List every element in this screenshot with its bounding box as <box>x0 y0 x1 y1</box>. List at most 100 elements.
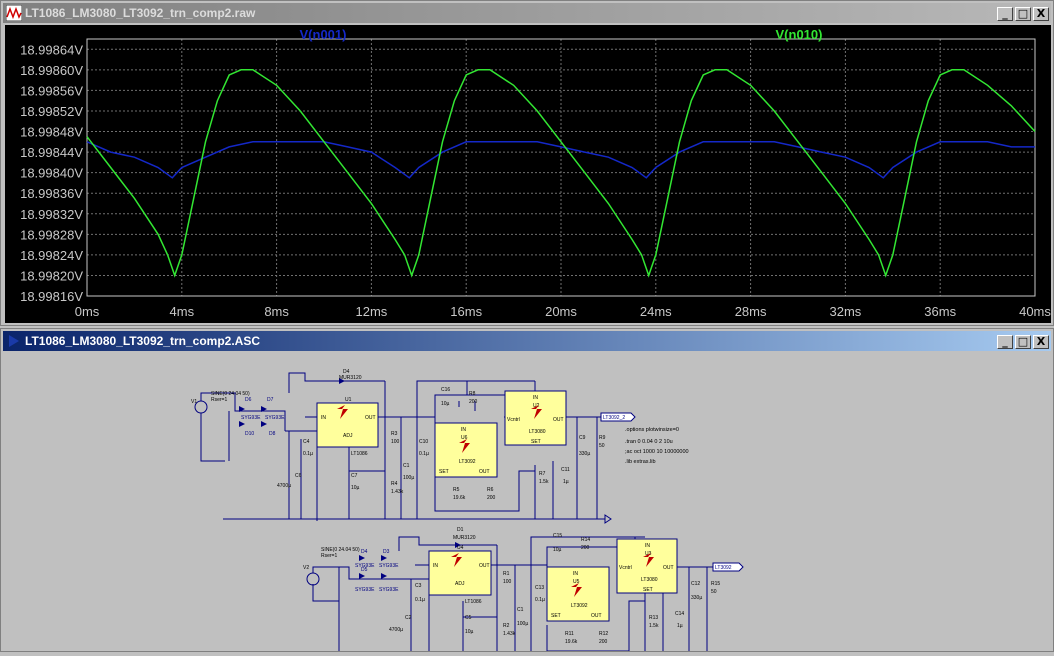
svg-text:LT3092_2: LT3092_2 <box>603 415 625 421</box>
y-tick-label: 18.99860V <box>20 63 83 78</box>
waveform-chart[interactable]: 18.99864V18.99860V18.99856V18.99852V18.9… <box>5 25 1051 323</box>
circuit1-diode-d4[interactable]: D4 MUR3120 <box>339 369 362 384</box>
svg-text:OUT: OUT <box>479 563 490 569</box>
svg-text:330µ: 330µ <box>579 451 590 457</box>
restore-button[interactable]: □ <box>1015 335 1031 349</box>
circuit1-output-flag[interactable]: LT3092_2 <box>600 412 636 422</box>
svg-text:SINE(0 24.04 50): SINE(0 24.04 50) <box>211 391 250 397</box>
svg-text:D5: D5 <box>361 567 368 573</box>
svg-text:200: 200 <box>487 495 496 501</box>
svg-text:R1: R1 <box>503 571 510 577</box>
circuit1-regulator-u1[interactable]: IN OUT ADJ U1 LT1086 <box>316 397 379 457</box>
svg-text:C4: C4 <box>303 439 310 445</box>
circuit2-lt3080-u3[interactable]: IN Vcntrl OUT SET U3 LT3080 <box>616 538 678 594</box>
circuit2-diode-d1[interactable]: D1 MUR3120 <box>453 527 476 548</box>
x-tick-label: 24ms <box>640 304 672 319</box>
schematic-drawing[interactable]: SINE(0 24.04 50) Rser=1 V1 D6 D7 SYG93E … <box>5 351 1051 656</box>
y-tick-label: 18.99852V <box>20 104 83 119</box>
svg-text:R11: R11 <box>565 631 574 637</box>
svg-text:4700µ: 4700µ <box>277 483 291 489</box>
y-tick-label: 18.99836V <box>20 186 83 201</box>
circuit1-lt3092-u6[interactable]: IN SET OUT U6 LT3092 <box>434 422 498 478</box>
schematic-canvas[interactable]: SINE(0 24.04 50) Rser=1 V1 D6 D7 SYG93E … <box>5 351 1051 656</box>
close-button[interactable]: X <box>1033 7 1049 21</box>
svg-text:U6: U6 <box>461 435 468 441</box>
svg-text:LT1086: LT1086 <box>351 451 368 457</box>
x-tick-label: 0ms <box>75 304 100 319</box>
svg-text:Rser=1: Rser=1 <box>321 553 337 559</box>
minimize-button[interactable]: _ <box>997 335 1013 349</box>
svg-text:SINE(0 24.04 50): SINE(0 24.04 50) <box>321 547 360 553</box>
close-button[interactable]: X <box>1033 335 1049 349</box>
spice-directives[interactable]: .options plotwinsize=0 .tran 0 0.04 0 2 … <box>625 427 689 465</box>
circuit1-ground <box>604 514 612 524</box>
circuit1-source-v1[interactable]: SINE(0 24.04 50) Rser=1 V1 <box>191 391 250 414</box>
svg-text:C16: C16 <box>441 387 450 393</box>
plot-frame <box>86 38 1036 297</box>
waveform-title-bar[interactable]: LT1086_LM3080_LT3092_trn_comp2.raw _ □ X <box>3 3 1051 23</box>
x-tick-label: 36ms <box>924 304 956 319</box>
x-tick-label: 20ms <box>545 304 577 319</box>
svg-text:50: 50 <box>599 443 605 449</box>
svg-text:OUT: OUT <box>591 613 602 619</box>
schematic-window[interactable]: LT1086_LM3080_LT3092_trn_comp2.ASC _ □ X <box>0 328 1054 656</box>
svg-text:R15: R15 <box>711 581 720 587</box>
svg-text:.options plotwinsize=0: .options plotwinsize=0 <box>625 427 679 433</box>
svg-text:C14: C14 <box>675 611 684 617</box>
svg-text:C9: C9 <box>579 435 586 441</box>
circuit1-bridge-rectifier[interactable]: D6 D7 SYG93E SYG93E D10 D8 <box>239 397 285 437</box>
svg-text:0.1µ: 0.1µ <box>535 597 545 603</box>
svg-text:D4: D4 <box>343 369 350 375</box>
svg-text:C10: C10 <box>419 439 428 445</box>
circuit1-lt3080-u2[interactable]: IN Vcntrl OUT SET U2 LT3080 <box>504 390 567 446</box>
svg-text:OUT: OUT <box>553 417 564 423</box>
svg-text:330µ: 330µ <box>691 595 702 601</box>
svg-text:C1: C1 <box>517 607 524 613</box>
svg-text:V2: V2 <box>303 565 309 571</box>
svg-text:100µ: 100µ <box>403 475 414 481</box>
circuit2-output-flag[interactable]: LT3092 <box>712 562 744 572</box>
svg-text:10µ: 10µ <box>465 629 474 635</box>
svg-text:IN: IN <box>533 395 538 401</box>
svg-text:1µ: 1µ <box>677 623 683 629</box>
circuit2-bridge-rectifier[interactable]: D4 D3 SYG93E SYG93E D5 SYG93E SYG93E <box>355 549 399 593</box>
svg-text:0.1µ: 0.1µ <box>415 597 425 603</box>
svg-text:LT3080: LT3080 <box>641 577 658 583</box>
svg-text:SET: SET <box>551 613 561 619</box>
y-tick-label: 18.99820V <box>20 268 83 283</box>
circuit2-regulator-u4[interactable]: IN OUT ADJ U4 LT1086 <box>428 545 492 605</box>
svg-text:R3: R3 <box>391 431 398 437</box>
svg-text:IN: IN <box>645 543 650 549</box>
svg-text:SYG93E: SYG93E <box>355 587 375 593</box>
svg-text:100: 100 <box>503 579 512 585</box>
svg-text:IN: IN <box>321 415 326 421</box>
schematic-title-bar[interactable]: LT1086_LM3080_LT3092_trn_comp2.ASC _ □ X <box>3 331 1051 351</box>
svg-text:Vcntrl: Vcntrl <box>507 417 520 423</box>
svg-text:D10: D10 <box>245 431 254 437</box>
svg-text:R9: R9 <box>599 435 606 441</box>
svg-text:Rser=1: Rser=1 <box>211 397 227 403</box>
svg-text:ADJ: ADJ <box>343 433 353 439</box>
minimize-button[interactable]: _ <box>997 7 1013 21</box>
svg-text:.lib extras.lib: .lib extras.lib <box>625 459 656 465</box>
restore-button[interactable]: □ <box>1015 7 1031 21</box>
svg-text:ADJ: ADJ <box>455 581 465 587</box>
svg-text:R12: R12 <box>599 631 608 637</box>
circuit2-lt3092-u5[interactable]: IN SET OUT U5 LT3092 <box>546 566 610 622</box>
svg-text:100: 100 <box>391 439 400 445</box>
svg-text:C7: C7 <box>351 473 358 479</box>
svg-text:1.43k: 1.43k <box>503 631 516 637</box>
svg-text:U1: U1 <box>345 397 352 403</box>
trace-vn010 <box>86 69 1036 278</box>
x-tick-label: 28ms <box>735 304 767 319</box>
svg-text:D6: D6 <box>245 397 252 403</box>
circuit2-source-v2[interactable]: SINE(0 24.04 50) Rser=1 V2 <box>303 547 360 586</box>
svg-text:C12: C12 <box>691 581 700 587</box>
schematic-window-title: LT1086_LM3080_LT3092_trn_comp2.ASC <box>25 334 260 348</box>
x-tick-label: 12ms <box>356 304 388 319</box>
waveform-window[interactable]: LT1086_LM3080_LT3092_trn_comp2.raw _ □ X… <box>0 0 1054 326</box>
svg-text:SET: SET <box>643 587 653 593</box>
svg-text:1.43k: 1.43k <box>391 489 404 495</box>
